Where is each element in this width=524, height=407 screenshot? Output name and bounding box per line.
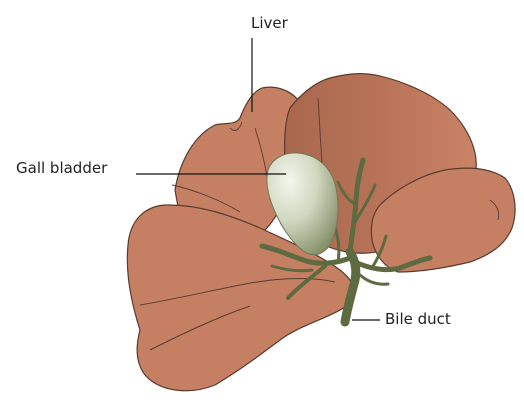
bile-duct-branch: [353, 183, 377, 224]
bile-duct-branch: [336, 180, 358, 207]
bile-duct-branch: [286, 264, 327, 300]
liver-fold-line: [229, 121, 243, 131]
liver-fold-line: [489, 199, 500, 221]
liver-label: Liver: [251, 14, 288, 32]
liver-fold-line: [149, 305, 251, 351]
liver-fold-line: [171, 184, 241, 213]
bile-duct-main: [340, 247, 361, 327]
bile-duct-branch: [358, 273, 390, 286]
bile-duct-branch: [270, 264, 314, 273]
bile-duct-branch: [347, 157, 366, 255]
bile-duct-tree: [259, 157, 433, 327]
gall-bladder: [266, 152, 339, 256]
bile-duct-branch: [370, 234, 388, 270]
bile-duct-label: Bile duct: [385, 310, 451, 328]
liver-lobe-lower-left: [126, 204, 356, 392]
gall-bladder-label: Gall bladder: [16, 159, 108, 177]
bile-duct-branch: [352, 255, 433, 273]
bile-duct-branch: [259, 243, 353, 266]
liver-lobe-right: [370, 167, 516, 273]
